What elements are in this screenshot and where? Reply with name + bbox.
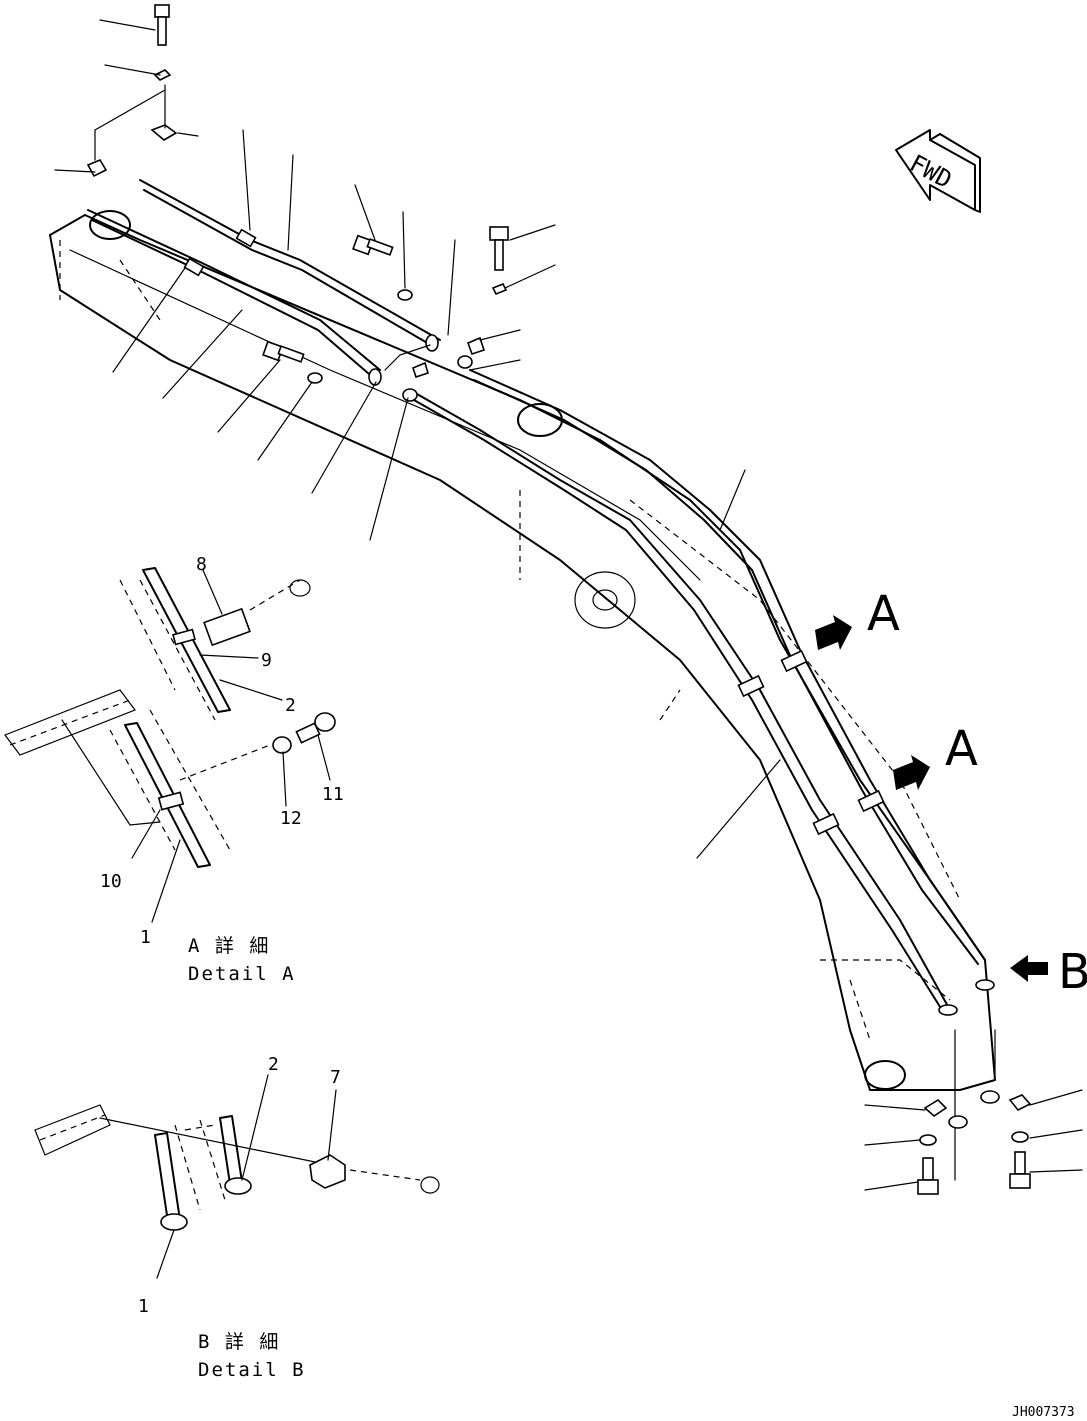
- fwd-label: FWD: [905, 149, 956, 194]
- callout-9: 9: [261, 650, 272, 671]
- view-marker-b-label: B: [1058, 944, 1087, 1000]
- washer-right: [491, 282, 508, 296]
- fitting-b: [368, 368, 382, 386]
- clamp-mid: [412, 361, 429, 379]
- view-marker-a-upper: A: [815, 586, 900, 650]
- view-arrow-icon: [893, 755, 930, 790]
- detail-a-callouts: 8 9 2 11 12 10 1 A 詳 細 Detail A: [100, 554, 344, 985]
- washer-mid: [397, 289, 413, 301]
- callout-10: 10: [100, 871, 122, 892]
- lower-right-hardware: [864, 1029, 1083, 1195]
- washer-12: [272, 736, 292, 754]
- upper-hardware: [86, 4, 509, 402]
- bolt-lower-right: [1014, 1151, 1026, 1175]
- callout-b1: 1: [138, 1296, 149, 1317]
- callout-b2: 2: [268, 1054, 279, 1075]
- clamp-right: [466, 336, 486, 356]
- clamp-top: [150, 124, 178, 141]
- fitting-c: [402, 388, 418, 402]
- view-marker-a-lower: A: [893, 721, 978, 790]
- bolt-shank-mid: [366, 238, 394, 256]
- fitting-d: [457, 355, 473, 369]
- bolt-head-top: [154, 4, 170, 18]
- bolt-shank-top: [157, 16, 167, 46]
- bolt-head-lower-left: [917, 1179, 939, 1195]
- bolt-shank-right: [494, 239, 504, 271]
- clamp-lower-left: [923, 1098, 948, 1118]
- washer-lower-d: [1011, 1131, 1029, 1143]
- clamp-7: [309, 1154, 346, 1189]
- view-arrow-icon: [1010, 955, 1048, 982]
- detail-b-caption-en: Detail B: [198, 1359, 306, 1381]
- view-arrow-icon: [815, 615, 852, 650]
- detail-b-caption-jp: B 詳 細: [198, 1331, 280, 1353]
- view-marker-a-lower-label: A: [945, 721, 978, 777]
- clamp-lower-right: [1008, 1094, 1032, 1112]
- callout-11: 11: [322, 784, 344, 805]
- bolt-lower-left: [922, 1157, 934, 1181]
- fitting-a: [425, 334, 439, 352]
- callout-7: 7: [330, 1067, 341, 1088]
- callout-8: 8: [196, 554, 207, 575]
- bolt-head-right: [489, 226, 509, 241]
- bolt-shank-low: [277, 345, 305, 363]
- clamp-8: [203, 607, 251, 647]
- callout-1: 1: [140, 927, 151, 948]
- boom-body: [49, 210, 996, 1091]
- callout-12: 12: [280, 808, 302, 829]
- washer-top: [153, 69, 172, 81]
- bolt-head-lower-right: [1009, 1173, 1031, 1189]
- upper-leader-lines: [54, 19, 781, 859]
- pipe-runs: [87, 179, 995, 1016]
- detail-a-caption-en: Detail A: [188, 963, 296, 985]
- clamp-left: [86, 158, 108, 178]
- detail-a-drawing: [4, 567, 336, 923]
- bolt-11: [295, 722, 321, 744]
- detail-b-callouts: 2 7 1 B 詳 細 Detail B: [138, 1054, 341, 1381]
- washer-lower-a: [948, 1115, 968, 1129]
- detail-b-drawing: [34, 1074, 440, 1279]
- view-marker-b: B: [1010, 944, 1087, 1000]
- washer-lower-b: [980, 1090, 1000, 1104]
- bolt-head-11: [314, 712, 336, 732]
- callout-2: 2: [285, 695, 296, 716]
- drawing-number: JH007373: [1012, 1405, 1075, 1420]
- fwd-arrow: FWD: [895, 129, 981, 213]
- detail-a-caption-jp: A 詳 細: [188, 935, 270, 957]
- washer-low: [307, 372, 323, 384]
- washer-lower-c: [919, 1134, 937, 1146]
- fitting-b2: [224, 1177, 252, 1195]
- view-marker-a-upper-label: A: [867, 586, 900, 642]
- fitting-b1: [160, 1213, 188, 1231]
